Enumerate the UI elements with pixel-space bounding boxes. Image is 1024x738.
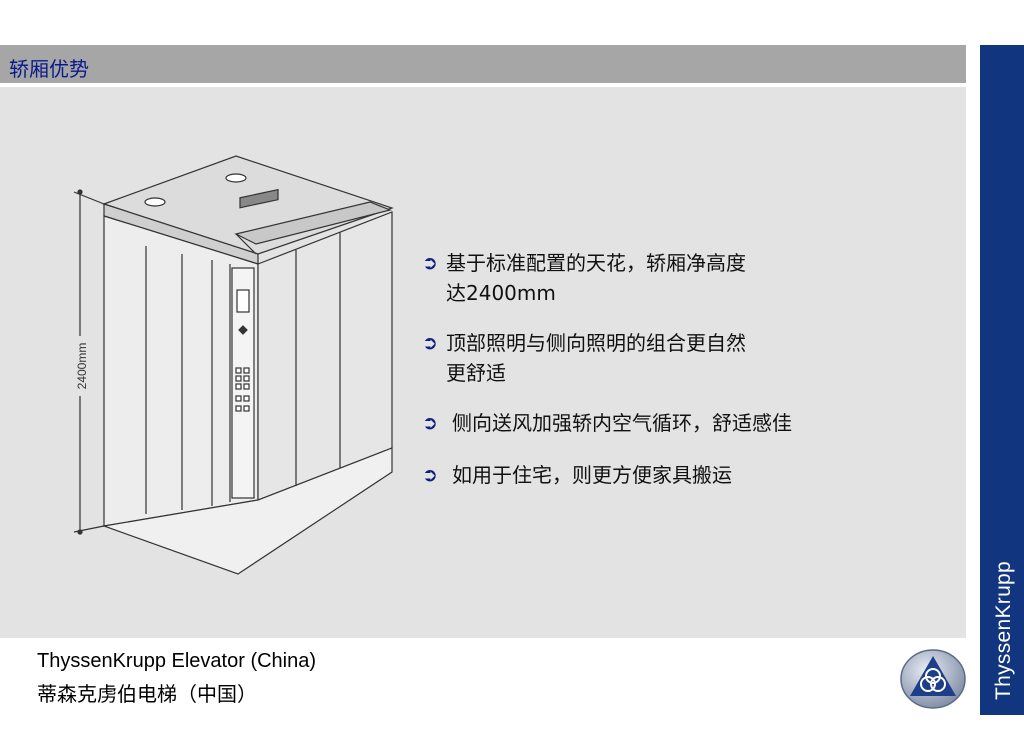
bullet-text: 如用于住宅，则更方便家具搬运 bbox=[452, 463, 732, 487]
footer-company-chinese: 蒂森克虏伯电梯（中国） bbox=[37, 682, 257, 706]
thyssenkrupp-logo-icon bbox=[900, 649, 966, 709]
elevator-car-illustration: 2400mm bbox=[72, 155, 394, 575]
bullet-text-continuation: 更舒适 bbox=[446, 361, 506, 385]
bullet-text: 顶部照明与侧向照明的组合更自然 bbox=[446, 331, 746, 355]
arrow-bullet-icon: ➲ bbox=[422, 412, 438, 434]
bullet-text-continuation: 达2400mm bbox=[446, 281, 556, 305]
dimension-label: 2400mm bbox=[75, 343, 89, 390]
footer-company-english: ThyssenKrupp Elevator (China) bbox=[37, 650, 317, 672]
bullet-item: ➲ 顶部照明与侧向照明的组合更自然 更舒适 bbox=[422, 328, 902, 388]
arrow-bullet-icon: ➲ bbox=[422, 332, 438, 354]
arrow-bullet-icon: ➲ bbox=[422, 252, 438, 274]
bullet-text: 基于标准配置的天花，轿厢净高度 bbox=[446, 251, 746, 275]
brand-side-bar bbox=[980, 45, 1024, 715]
title-bar: 轿厢优势 bbox=[0, 45, 966, 85]
bullet-text: 侧向送风加强轿内空气循环，舒适感佳 bbox=[452, 411, 792, 435]
arrow-bullet-icon: ➲ bbox=[422, 464, 438, 486]
slide-title: 轿厢优势 bbox=[9, 57, 89, 81]
bullet-item: ➲ 基于标准配置的天花，轿厢净高度 达2400mm bbox=[422, 248, 902, 308]
brand-name-vertical: ThyssenKrupp bbox=[992, 560, 1015, 700]
bullet-item: ➲ 侧向送风加强轿内空气循环，舒适感佳 bbox=[422, 408, 902, 438]
bullet-item: ➲ 如用于住宅，则更方便家具搬运 bbox=[422, 460, 902, 490]
